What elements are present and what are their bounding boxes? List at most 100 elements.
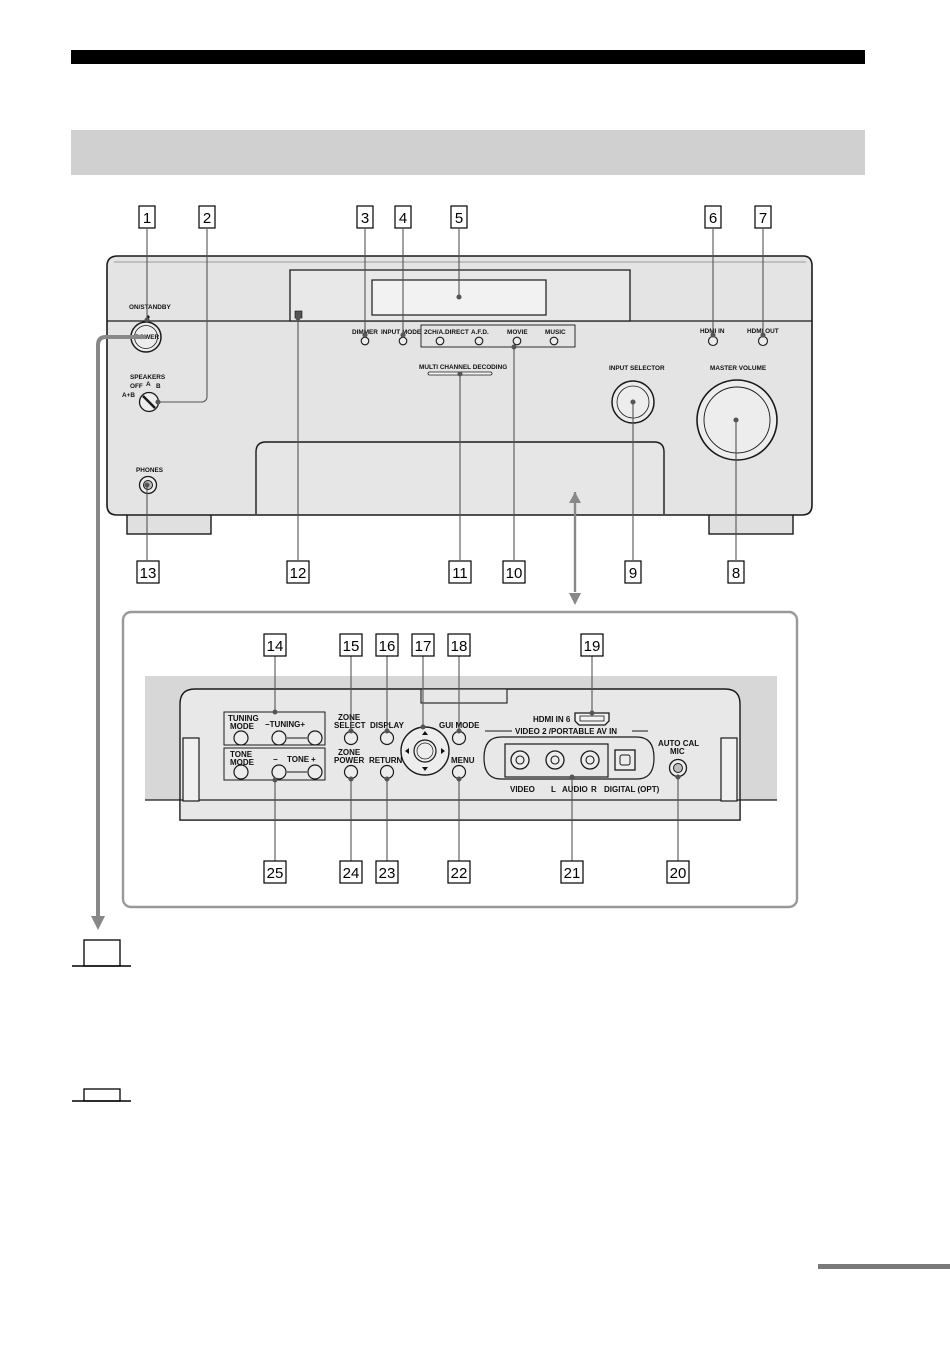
connector-arrows bbox=[91, 335, 581, 930]
zone-power-label-2: POWER bbox=[334, 756, 364, 765]
callout-21: 21 bbox=[560, 860, 584, 884]
legend-box-1 bbox=[72, 939, 131, 967]
callout-1: 1 bbox=[138, 205, 156, 229]
continued-bar bbox=[818, 1264, 950, 1269]
music-label: MUSIC bbox=[545, 329, 566, 336]
tuning-mode-label-1: TUNING bbox=[228, 714, 259, 723]
callout-7-text: 7 bbox=[759, 210, 767, 227]
callout-11-text: 11 bbox=[452, 565, 468, 582]
tone-plus-label: + bbox=[311, 755, 316, 764]
callout-6-text: 6 bbox=[709, 210, 717, 227]
callout-11: 11 bbox=[448, 560, 472, 584]
callout-22: 22 bbox=[447, 860, 471, 884]
movie-label: MOVIE bbox=[507, 329, 528, 336]
left-hinge bbox=[182, 737, 200, 802]
music-button[interactable] bbox=[549, 336, 559, 346]
speakers-a-label: A bbox=[146, 381, 151, 388]
callout-2: 2 bbox=[198, 205, 216, 229]
callout-14: 14 bbox=[263, 633, 287, 657]
video2-portable-label: VIDEO 2 /PORTABLE AV IN bbox=[515, 727, 617, 736]
on-standby-label: ON/STANDBY bbox=[129, 304, 172, 311]
tone-mode-label-2: MODE bbox=[230, 758, 255, 767]
afd-label: A.F.D. bbox=[471, 329, 489, 336]
afd-button[interactable] bbox=[474, 336, 484, 346]
tuning-plus-button[interactable] bbox=[307, 730, 323, 746]
digital-opt-jack[interactable] bbox=[614, 749, 636, 771]
audio-r-label: R bbox=[591, 785, 597, 794]
callout-20-text: 20 bbox=[670, 865, 687, 882]
callout-9-text: 9 bbox=[629, 565, 637, 582]
callout-21-text: 21 bbox=[564, 865, 581, 882]
callout-25: 25 bbox=[263, 860, 287, 884]
callout-16: 16 bbox=[375, 633, 399, 657]
tone-minus-button[interactable] bbox=[271, 764, 287, 780]
callout-20: 20 bbox=[666, 860, 690, 884]
arrow-right-icon bbox=[441, 748, 445, 754]
tone-label: TONE bbox=[287, 755, 310, 764]
callout-22-text: 22 bbox=[451, 865, 468, 882]
callout-18: 18 bbox=[447, 633, 471, 657]
callout-3-text: 3 bbox=[361, 210, 369, 227]
two-ch-direct-button[interactable] bbox=[435, 336, 445, 346]
gui-mode-label: GUI MODE bbox=[439, 721, 480, 730]
tone-plus-button[interactable] bbox=[307, 764, 323, 780]
callout-4: 4 bbox=[394, 205, 412, 229]
speakers-b-label: B bbox=[156, 383, 161, 390]
digital-opt-label: DIGITAL (OPT) bbox=[604, 785, 660, 794]
inner-leader-lines bbox=[272, 655, 681, 862]
video2-jack-box bbox=[504, 743, 609, 778]
multi-channel-decoding-label: MULTI CHANNEL DECODING bbox=[419, 364, 507, 371]
auto-cal-label-1: AUTO CAL bbox=[658, 739, 699, 748]
front-leader-lines bbox=[144, 229, 766, 560]
phones-label: PHONES bbox=[136, 467, 164, 474]
audio-l-label: L bbox=[551, 785, 556, 794]
auto-cal-label-2: MIC bbox=[670, 747, 685, 756]
sound-field-group-box bbox=[420, 324, 576, 348]
input-mode-label: INPUT MODE bbox=[381, 329, 422, 336]
speakers-label: SPEAKERS bbox=[130, 374, 166, 381]
input-selector-label: INPUT SELECTOR bbox=[609, 365, 665, 372]
tuning-mode-button[interactable] bbox=[233, 730, 249, 746]
zone-select-label-2: SELECT bbox=[334, 721, 366, 730]
speakers-off-label: OFF bbox=[130, 383, 143, 390]
tuning-mode-label-2: MODE bbox=[230, 722, 255, 731]
callout-12: 12 bbox=[286, 560, 310, 584]
callout-7: 7 bbox=[754, 205, 772, 229]
arrow-down-icon bbox=[422, 767, 428, 771]
callout-8-text: 8 bbox=[732, 565, 740, 582]
callout-18-text: 18 bbox=[451, 638, 468, 655]
callout-10-text: 10 bbox=[506, 565, 523, 582]
hdmi-in-indicator bbox=[707, 335, 719, 347]
dimmer-button[interactable] bbox=[360, 336, 370, 346]
legend-box-2 bbox=[72, 1088, 131, 1102]
tone-minus-label: − bbox=[273, 755, 278, 764]
callout-14-text: 14 bbox=[267, 638, 284, 655]
inner-panel-bottom-rail bbox=[179, 799, 741, 821]
return-label: RETURN bbox=[369, 756, 403, 765]
callout-19: 19 bbox=[580, 633, 604, 657]
callout-3: 3 bbox=[356, 205, 374, 229]
right-hinge bbox=[720, 737, 738, 802]
callout-2-text: 2 bbox=[203, 210, 211, 227]
top-rule bbox=[71, 50, 865, 64]
audio-label: AUDIO bbox=[562, 785, 588, 794]
door-latch-slot bbox=[420, 688, 508, 704]
movie-button[interactable] bbox=[512, 336, 522, 346]
callout-5: 5 bbox=[450, 205, 468, 229]
callout-13-text: 13 bbox=[140, 565, 157, 582]
callout-10: 10 bbox=[502, 560, 526, 584]
callout-5-text: 5 bbox=[455, 210, 463, 227]
callout-24: 24 bbox=[339, 860, 363, 884]
callout-19-text: 19 bbox=[584, 638, 601, 655]
input-mode-button[interactable] bbox=[398, 336, 408, 346]
hdmi-out-indicator bbox=[757, 335, 769, 347]
callout-13: 13 bbox=[136, 560, 160, 584]
power-label: POWER bbox=[135, 334, 160, 341]
tuning-minus-button[interactable] bbox=[271, 730, 287, 746]
video2-group-outline bbox=[483, 736, 655, 780]
tone-mode-button[interactable] bbox=[233, 764, 249, 780]
section-header-band bbox=[71, 130, 865, 175]
callout-23-text: 23 bbox=[379, 865, 396, 882]
tuning-label: −TUNING+ bbox=[265, 720, 305, 729]
